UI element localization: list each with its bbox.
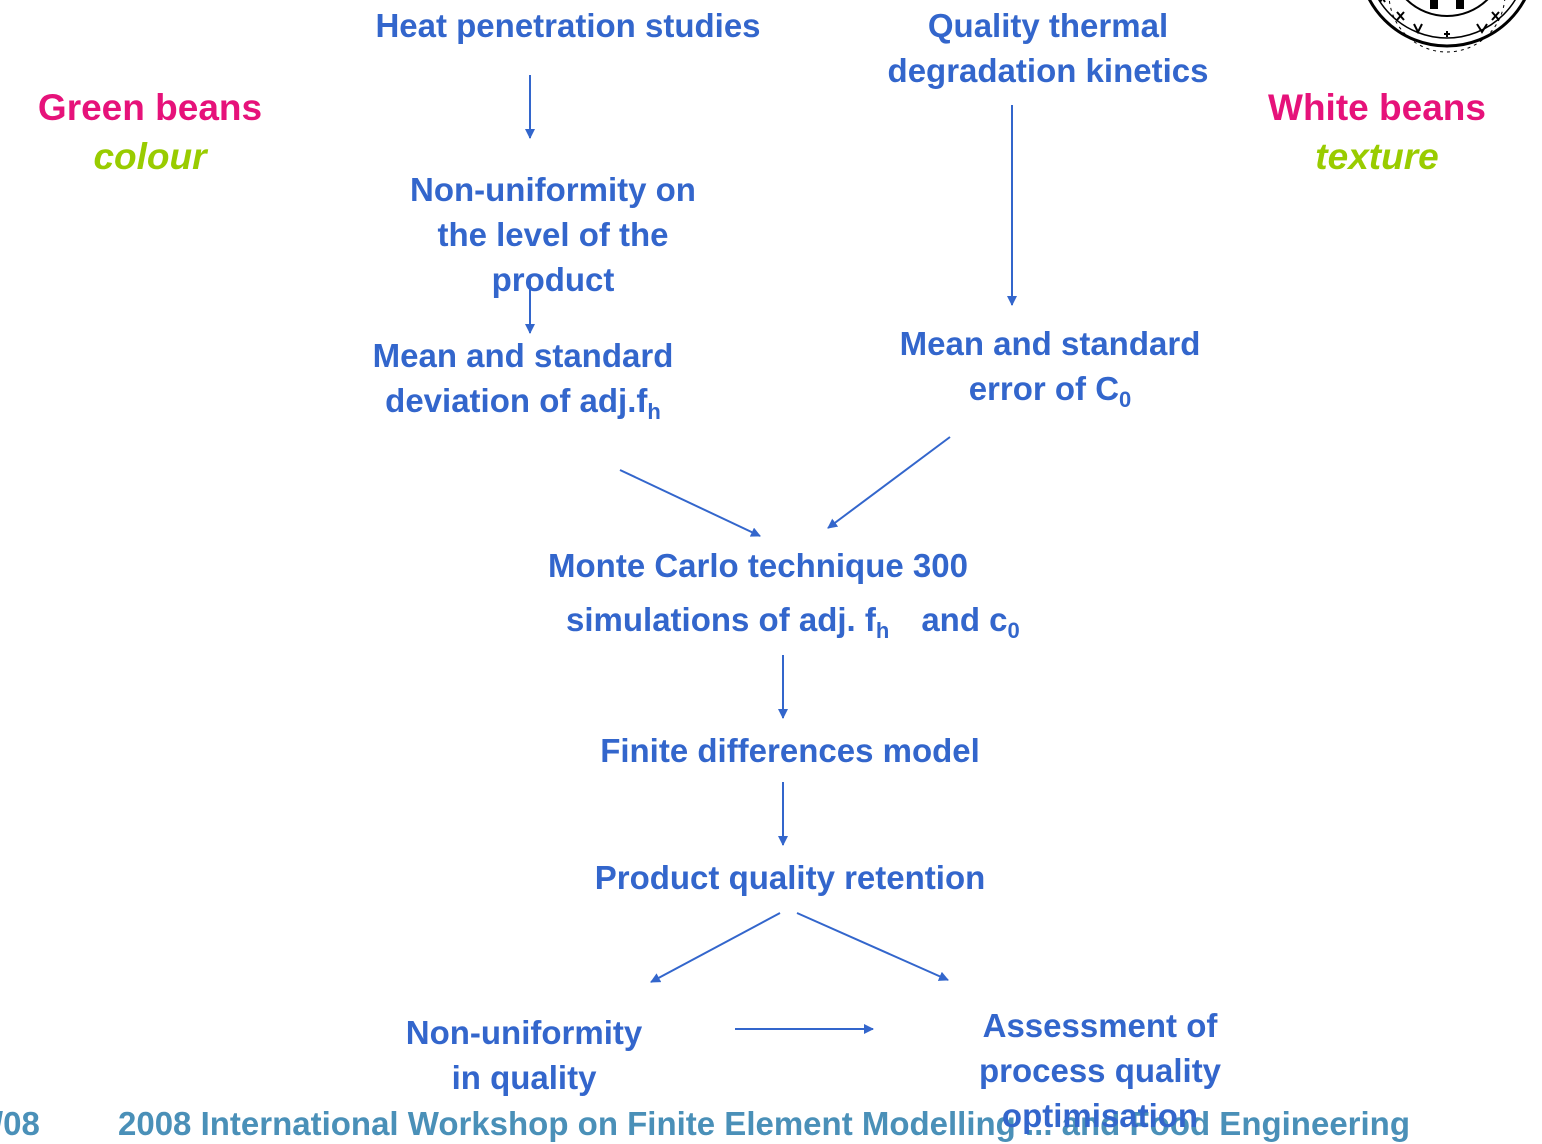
node-nonuniformity-quality-line-1: Non-uniformity: [405, 1014, 643, 1051]
node-finite-differences: Finite differences model: [600, 732, 980, 769]
monte-carlo-c0-text: and c: [921, 601, 1008, 638]
monte-carlo-fh-subscript: h: [875, 618, 890, 643]
mean-se-c0-text: error of C: [968, 370, 1120, 407]
node-mean-sd-fh-line-1: Mean and standard: [372, 337, 674, 374]
node-nonuniformity-product-line-1: Non-uniformity on: [410, 171, 696, 208]
node-quality-kinetics-line-1: Quality thermal: [927, 7, 1169, 44]
node-mean-se-c0-line-2: error of C0: [830, 366, 1270, 411]
node-monte-carlo-line-1: Monte Carlo technique 300: [548, 547, 968, 584]
mean-sd-fh-text: deviation of adj.f: [385, 382, 648, 419]
node-assessment-line-2: process quality: [978, 1052, 1222, 1089]
footer-bar: /08 2008 International Workshop on Finit…: [0, 1104, 1521, 1142]
arrow-retention-to-assessment: [796, 912, 949, 981]
left-bean-label: Green beans: [37, 87, 263, 128]
arrow-retention-to-nonuniformity-quality: [650, 912, 781, 983]
flow-arrows: [525, 75, 1017, 1034]
node-quality-kinetics-line-2: degradation kinetics: [887, 52, 1209, 89]
node-mean-se-c0-line-1: Mean and standard: [899, 325, 1201, 362]
left-attribute-label: colour: [93, 136, 207, 177]
node-nonuniformity-quality-line-2: in quality: [451, 1059, 597, 1096]
node-assessment-line-1: Assessment of: [982, 1007, 1218, 1044]
arrow-mean-se-to-montecarlo: [827, 436, 951, 529]
node-assessment-line-3: optimisation: [1001, 1097, 1199, 1134]
right-attribute-label: texture: [1315, 136, 1439, 177]
university-seal-icon: [1367, 0, 1527, 53]
monte-carlo-c0-subscript: 0: [1007, 618, 1020, 643]
node-nonuniformity-product-line-2: the level of the: [437, 216, 669, 253]
node-monte-carlo-line-2: simulations of adj. fh and c0: [566, 597, 1020, 642]
fh-subscript: h: [647, 399, 661, 424]
c0-subscript: 0: [1119, 387, 1132, 412]
node-mean-sd-fh-line-2: deviation of adj.fh: [303, 378, 743, 423]
node-quality-retention: Product quality retention: [594, 859, 986, 896]
right-bean-label: White beans: [1268, 87, 1486, 128]
footer-left-text: /08: [0, 1105, 40, 1142]
footer-right-text: 2008 International Workshop on Finite El…: [118, 1105, 1410, 1142]
arrow-mean-sd-to-montecarlo: [619, 469, 761, 537]
monte-carlo-fh-text: simulations of adj. f: [566, 601, 876, 638]
node-nonuniformity-product-line-3: product: [491, 261, 615, 298]
node-heat-penetration: Heat penetration studies: [375, 7, 761, 44]
